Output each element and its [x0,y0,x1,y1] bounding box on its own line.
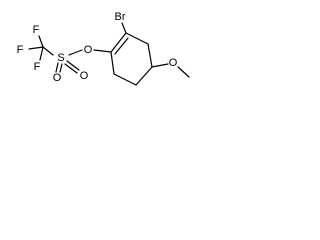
bond-s-cf3 [42,46,54,56]
bond-s-o1-double-b [59,63,63,73]
atom-br: Br [115,11,126,23]
bond-c5-c6 [113,73,137,86]
bond-c2-br [121,22,127,34]
bond-o-s [68,49,83,56]
bond-c6-c1 [110,51,115,75]
atom-o-methoxy: O [169,57,178,69]
bond-s-o2-double-b [64,63,78,74]
bond-c1-c2-double-inner [114,37,129,55]
bond-s-o2-double-a [66,60,80,71]
chemical-structure: Br O S O O F F F O [17,11,190,86]
bond-c4-c5 [135,66,153,86]
atom-labels: Br O S O O F F F O [17,11,178,84]
bond-o-ch3 [177,66,190,78]
bond-c2-c3 [125,32,149,45]
atom-o-sulfonyl-2: O [80,70,89,82]
bond-s-o1-double-a [55,62,59,73]
bond-c1-c2-double-outer [110,32,127,53]
bond-c1-o [93,49,112,53]
atom-s: S [57,52,64,64]
bond-c-f-bottom [39,46,44,61]
bonds [28,22,190,86]
bond-c-f-top [38,35,44,48]
atom-o-sulfonyl-1: O [53,72,62,84]
bond-c4-o-methoxy [151,63,169,68]
atom-f-left: F [17,44,24,56]
bond-c-f-left [28,46,44,50]
atom-f-top: F [33,24,40,36]
bond-c3-c4 [147,43,153,68]
atom-f-bottom: F [34,61,41,73]
atom-o-ester: O [84,44,93,56]
